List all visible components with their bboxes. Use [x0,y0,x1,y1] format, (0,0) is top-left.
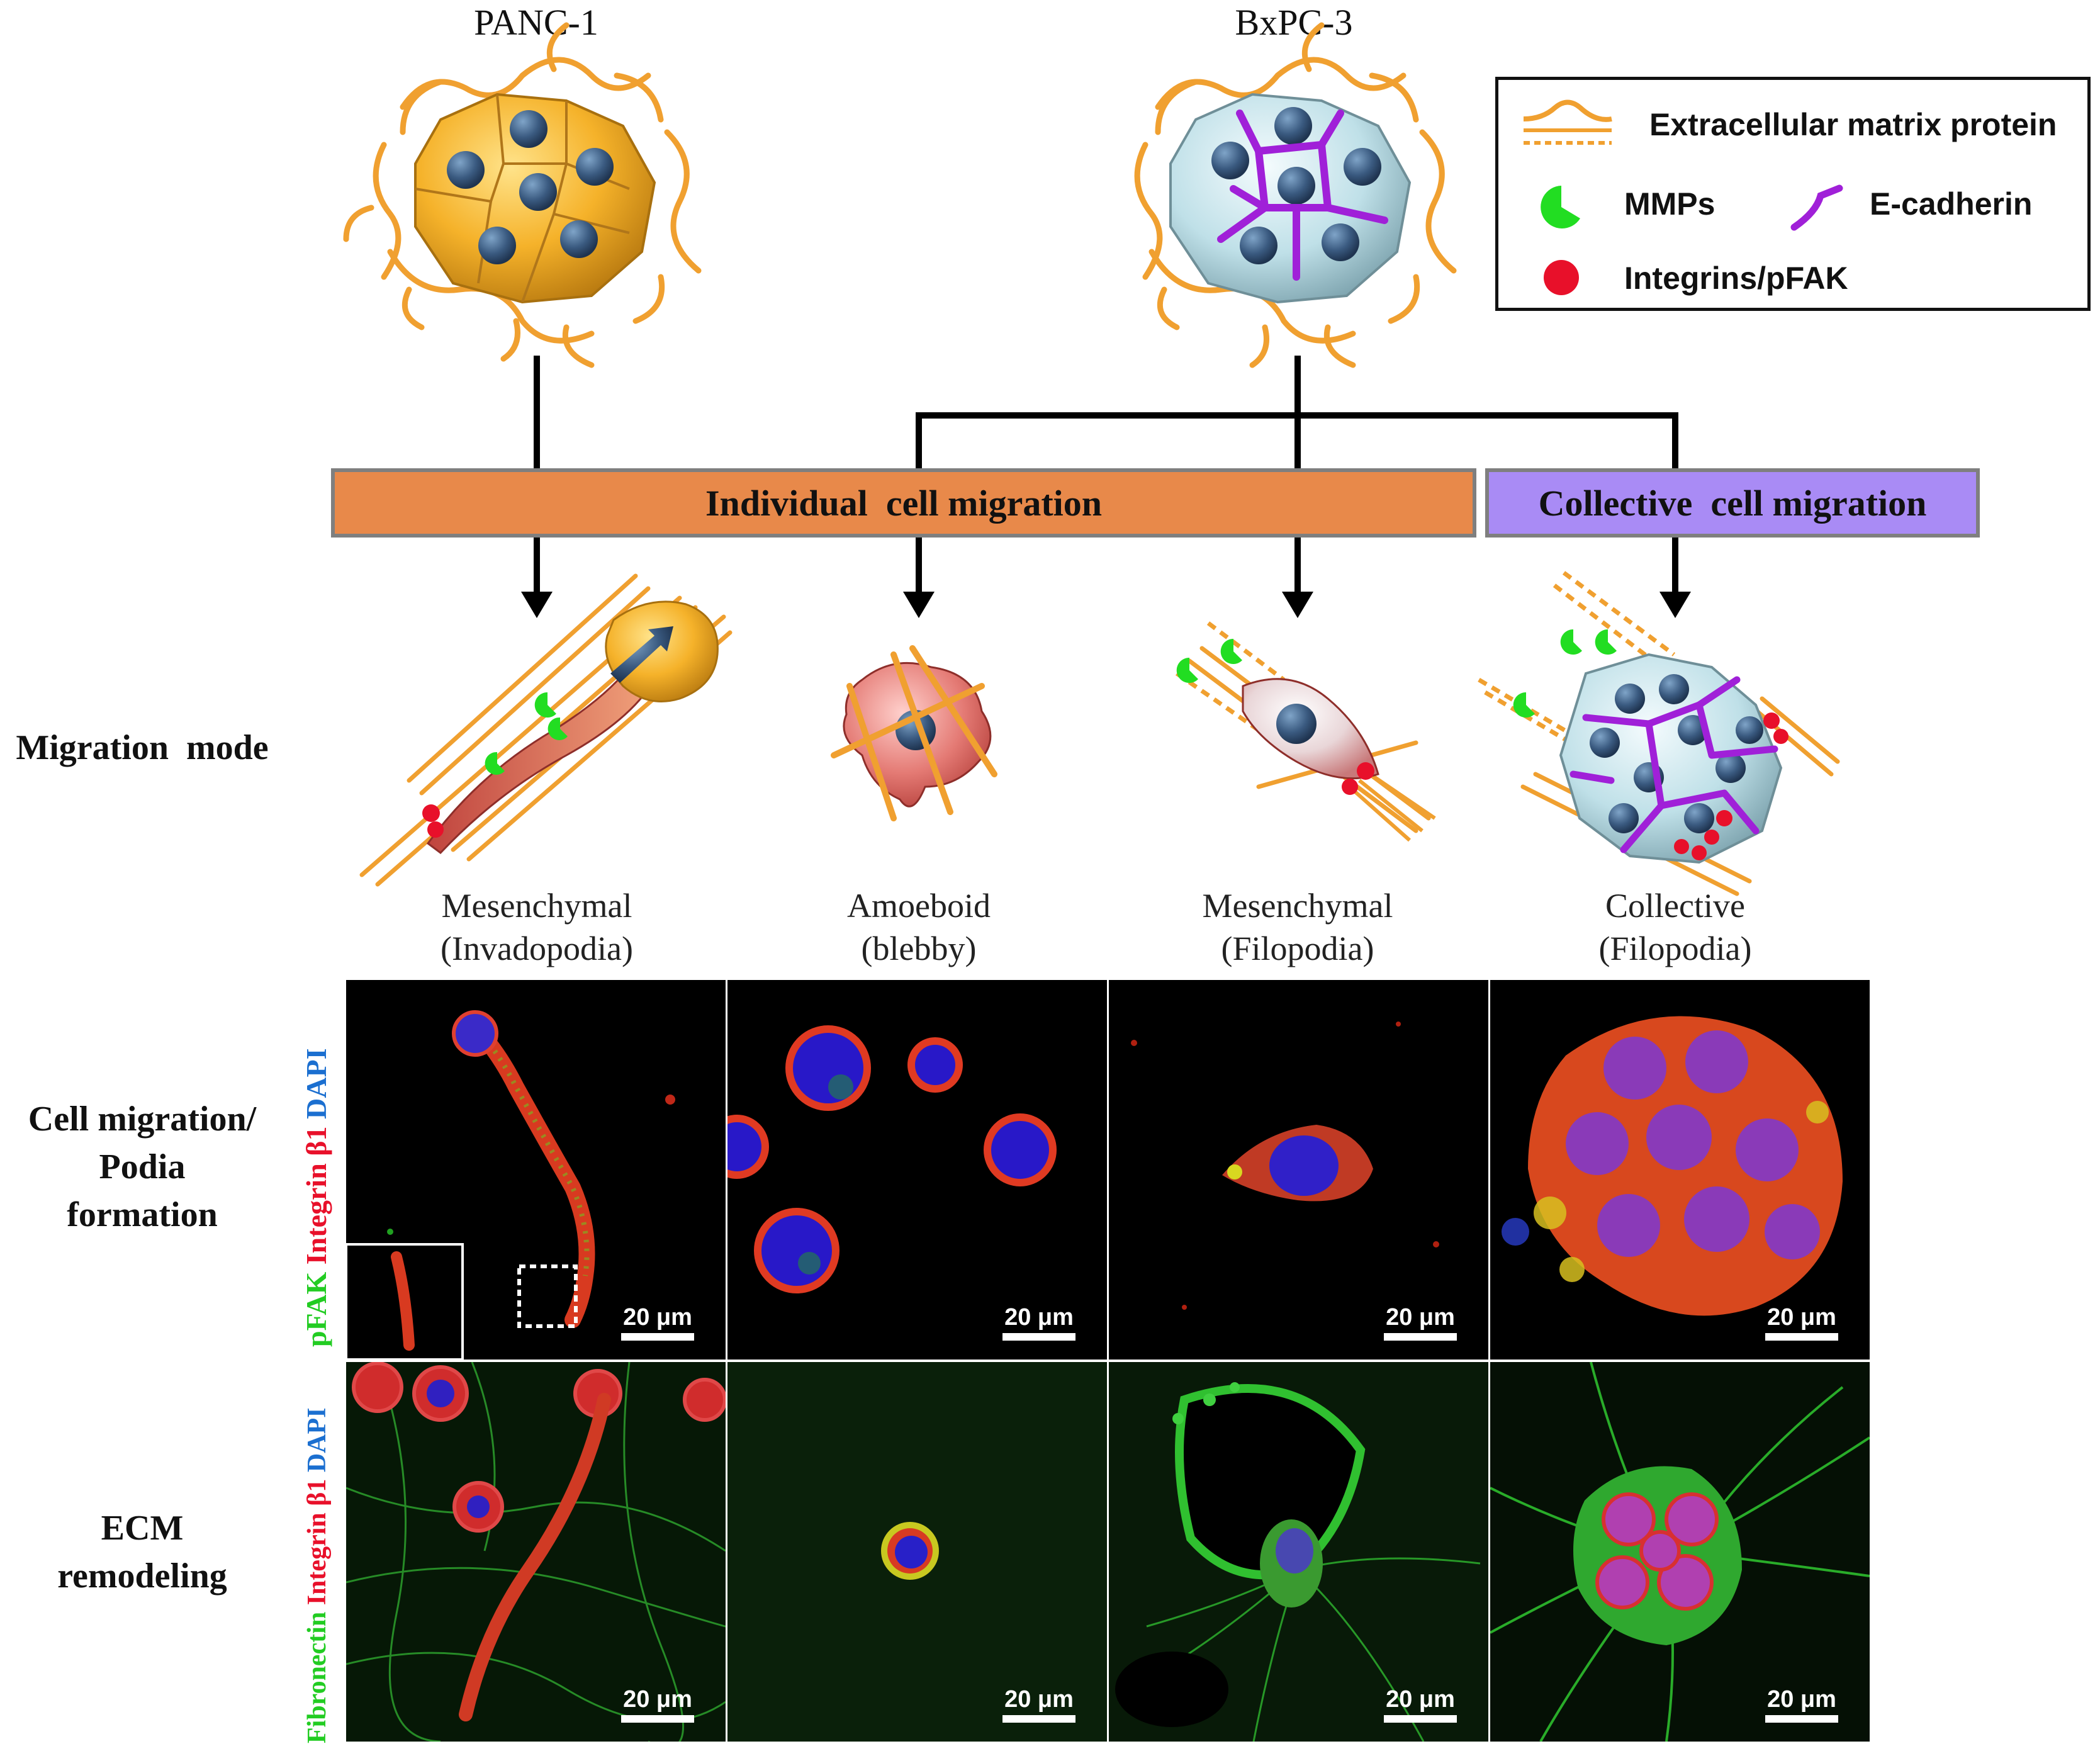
stain-pfak: pFAK [300,1271,332,1347]
stain-integrin-row2: Integrin β1 [303,1478,332,1606]
mode-label-3: Mesenchymal (Filopodia) [1134,884,1461,970]
scale-bar: 20 μm [621,1685,694,1723]
scale-bar-label: 20 μm [623,1304,692,1331]
scale-bar-label: 20 μm [1004,1304,1074,1331]
integrin-legend-icon [1544,260,1579,295]
individual-migration-band: Individual cell migration [331,468,1476,538]
micrograph-image [346,1362,726,1742]
scale-bar: 20 μm [1384,1303,1457,1341]
ecm-legend-icon [1523,99,1612,145]
stain-dapi-row1: DAPI [300,1048,332,1119]
ecm-row-label: ECM remodeling [4,1504,281,1600]
scale-bar: 20 μm [621,1303,694,1341]
scale-bar-label: 20 μm [1386,1686,1455,1713]
scale-bar: 20 μm [1002,1303,1075,1341]
micrograph-row1-invadopodia: 20 μm [346,980,726,1360]
mode-label-3-type: (Filopodia) [1221,930,1374,967]
mode-label-4: Collective (Filopodia) [1512,884,1839,970]
mesenchymal-filopodia-illustration [1176,621,1436,842]
micrograph-image [881,1522,939,1580]
micrograph-row1-amoeboid: 20 μm [727,980,1107,1360]
mode-label-4-type: (Filopodia) [1598,930,1752,967]
migration-mode-row-label: Migration mode [16,728,269,767]
stain-dapi-row2: DAPI [303,1407,332,1473]
migration-diagram [343,22,1840,896]
scale-bar: 20 μm [1002,1685,1075,1723]
scale-bar-label: 20 μm [1004,1686,1074,1713]
podia-row-label: Cell migration/ Podia formation [4,1095,281,1239]
micrograph-row2-amoeboid: 20 μm [727,1362,1107,1742]
ecm-legend-label: Extracellular matrix protein [1649,107,2057,142]
mmp-legend-icon [1541,186,1580,228]
amoeboid-blebby-illustration [831,645,997,821]
bxpc3-spheroid-illustration [1134,22,1457,368]
micrograph-row1-collective: 20 μm [1490,980,1870,1360]
mesenchymal-invadopodia-illustration [359,573,733,887]
podia-row-label-line2: Podia [99,1147,186,1186]
scale-bar-label: 20 μm [1767,1304,1836,1331]
micrograph-row1-filopodia: 20 μm [1109,980,1488,1360]
mode-label-1: Mesenchymal (Invadopodia) [373,884,700,970]
legend-box: Extracellular matrix protein MMPs E-cadh… [1495,77,2091,311]
micrograph-row2-collective: 20 μm [1490,1362,1870,1742]
mode-label-2-name: Amoeboid [847,887,991,925]
stain-label-row2: Fibronectin Integrin β1 DAPI [302,1407,332,1743]
collective-migration-band: Collective cell migration [1485,468,1980,538]
mode-label-1-type: (Invadopodia) [441,930,633,967]
ecm-row-label-line1: ECM [101,1509,184,1548]
mode-label-1-name: Mesenchymal [441,887,632,925]
scale-bar: 20 μm [1765,1303,1838,1341]
scale-bar: 20 μm [1765,1685,1838,1723]
integrin-legend-label: Integrins/pFAK [1624,261,1848,296]
mode-label-2-type: (blebby) [861,930,977,967]
mode-label-2: Amoeboid (blebby) [755,884,1082,970]
collective-filopodia-illustration [1478,571,1840,896]
mode-label-3-name: Mesenchymal [1202,887,1393,925]
ecad-legend-label: E-cadherin [1870,186,2033,222]
ecad-legend-icon [1790,184,1843,231]
podia-row-label-line1: Cell migration/ [28,1100,257,1139]
scale-bar: 20 μm [1384,1685,1457,1723]
scale-bar-label: 20 μm [1767,1686,1836,1713]
micrograph-image [1131,1022,1439,1310]
stain-integrin-row1: Integrin β1 [300,1126,332,1265]
cell-line-bxpc3-label: BxPC-3 [1235,2,1353,43]
micrograph-image [346,1010,675,1360]
micrograph-row2-filopodia: 20 μm [1109,1362,1488,1742]
cell-line-panc1-label: PANC-1 [474,2,598,43]
podia-row-label-line3: formation [67,1195,218,1234]
micrograph-image [1490,1362,1870,1742]
mmp-legend-label: MMPs [1624,186,1715,222]
micrograph-row2-invadopodia: 20 μm [346,1362,726,1742]
scale-bar-label: 20 μm [623,1686,692,1713]
micrograph-image [727,1025,1057,1293]
micrograph-image [1502,1016,1843,1316]
scale-bar-label: 20 μm [1386,1304,1455,1331]
panc1-spheroid-illustration [343,22,702,368]
ecm-row-label-line2: remodeling [57,1557,227,1596]
stain-label-row1: pFAK Integrin β1 DAPI [300,1049,333,1347]
mode-label-4-name: Collective [1605,887,1745,925]
micrograph-image [1115,1382,1481,1742]
stain-fibronectin: Fibronectin [303,1611,332,1743]
